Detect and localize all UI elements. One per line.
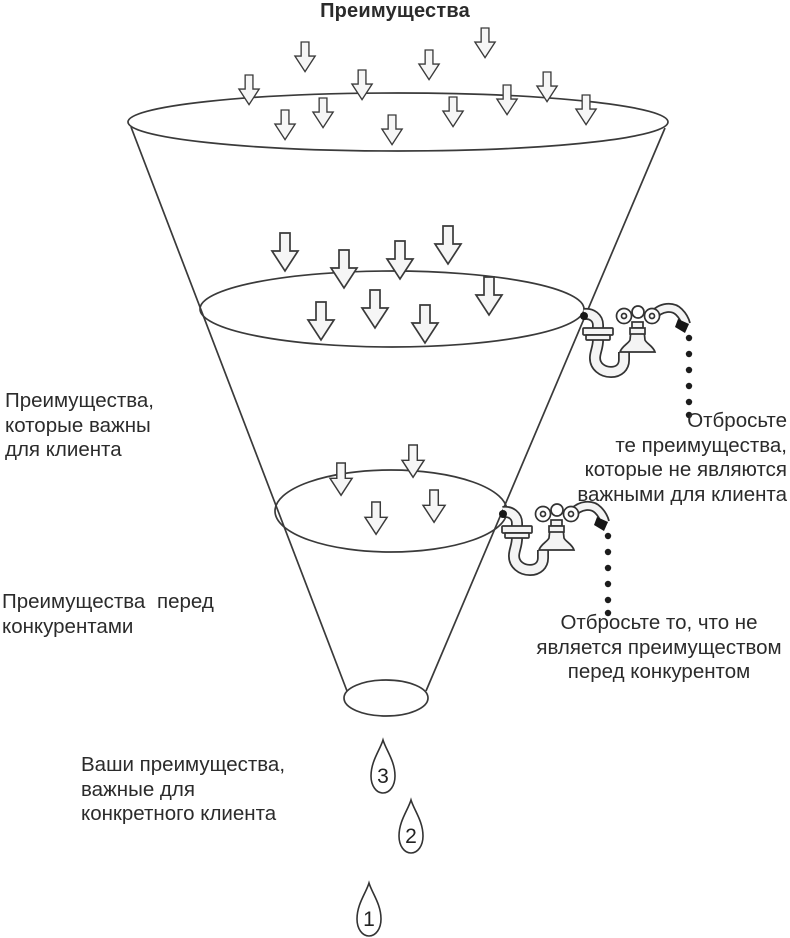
funnel-spout-ellipse bbox=[343, 679, 429, 717]
label-line: которые важны bbox=[5, 413, 151, 437]
diagram-title: Преимущества bbox=[320, 0, 470, 22]
down-arrow-icon bbox=[575, 94, 597, 126]
down-arrow-icon bbox=[294, 41, 316, 73]
down-arrow-icon bbox=[238, 74, 260, 106]
label-line: важными для клиента bbox=[577, 482, 787, 506]
label-line: Преимущества перед bbox=[2, 590, 214, 613]
down-arrow-icon bbox=[401, 444, 425, 479]
down-arrow-icon bbox=[474, 27, 496, 59]
label-advantages-over-competitors: Преимущества перед конкурентами bbox=[2, 590, 214, 639]
drop-3: 3 bbox=[370, 739, 396, 794]
label-your-advantages-for-specific-client: Ваши преимущества, важные для конкретног… bbox=[81, 753, 285, 827]
faucet-with-trap-icon bbox=[499, 504, 611, 616]
label-line: Отбросьте bbox=[687, 409, 787, 432]
funnel-right-edge bbox=[425, 127, 666, 692]
top-arrows-group bbox=[238, 27, 597, 146]
label-advantages-important-to-client: Преимущества, которые важны для клиента bbox=[5, 389, 154, 463]
label-line: которые не являются bbox=[584, 458, 787, 481]
funnel-left-edge bbox=[130, 126, 348, 692]
down-arrow-icon bbox=[411, 304, 439, 344]
drop-2: 2 bbox=[398, 799, 424, 854]
down-arrow-icon bbox=[475, 276, 503, 316]
label-discard-unimportant-advantages: Отбросьте те преимущества, которые не яв… bbox=[577, 409, 787, 507]
drop-number: 3 bbox=[377, 765, 389, 788]
down-arrow-icon bbox=[434, 225, 462, 265]
down-arrow-icon bbox=[312, 97, 334, 129]
drop-number: 2 bbox=[405, 825, 417, 848]
drop-number: 1 bbox=[363, 908, 375, 931]
drop-1: 1 bbox=[356, 882, 382, 937]
down-arrow-icon bbox=[496, 84, 518, 116]
label-line: является преимуществом bbox=[536, 635, 782, 659]
faucet-with-trap-icon bbox=[580, 306, 692, 418]
label-line: Ваши преимущества, bbox=[81, 753, 286, 776]
label-line: Преимущества, bbox=[5, 389, 154, 412]
funnel-top-ellipse bbox=[127, 92, 669, 152]
label-line: перед конкурентом bbox=[567, 660, 751, 683]
funnel-lower-ellipse bbox=[274, 469, 508, 553]
label-line: конкурентами bbox=[2, 614, 134, 638]
down-arrow-icon bbox=[351, 69, 373, 101]
down-arrow-icon bbox=[364, 501, 388, 536]
down-arrow-icon bbox=[442, 96, 464, 128]
down-arrow-icon bbox=[418, 49, 440, 81]
down-arrow-icon bbox=[361, 289, 389, 329]
down-arrow-icon bbox=[307, 301, 335, 341]
label-line: Отбросьте то, что не bbox=[560, 611, 758, 634]
down-arrow-icon bbox=[381, 114, 403, 146]
label-line: конкретного клиента bbox=[81, 802, 277, 825]
down-arrow-icon bbox=[329, 462, 353, 497]
down-arrow-icon bbox=[330, 249, 358, 289]
label-line: важные для bbox=[81, 777, 195, 801]
lower-arrows-group bbox=[329, 444, 446, 536]
label-line: те преимущества, bbox=[615, 433, 787, 457]
funnel-middle-ellipse bbox=[199, 270, 585, 348]
down-arrow-icon bbox=[422, 489, 446, 524]
down-arrow-icon bbox=[274, 109, 296, 141]
label-discard-non-advantages: Отбросьте то, что не является преимущест… bbox=[527, 611, 790, 685]
down-arrow-icon bbox=[386, 240, 414, 280]
down-arrow-icon bbox=[271, 232, 299, 272]
label-line: для клиента bbox=[5, 438, 122, 461]
middle-arrows-group bbox=[271, 225, 503, 344]
